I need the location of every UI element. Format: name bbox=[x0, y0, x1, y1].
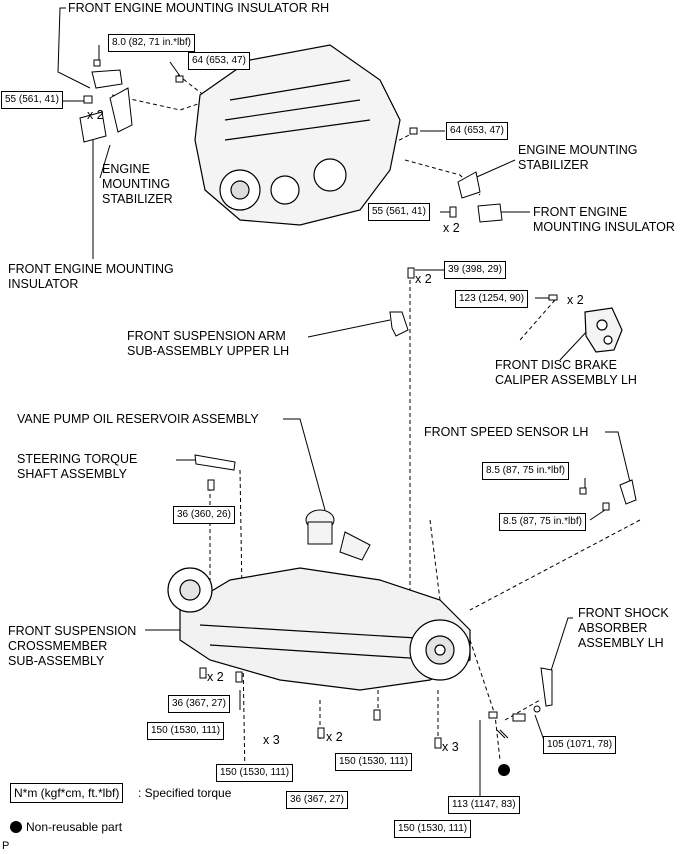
torque-39: 39 (398, 29) bbox=[444, 261, 506, 279]
nonreusable-marker bbox=[498, 764, 510, 776]
front-engine-mounting-insulator-right bbox=[477, 203, 503, 223]
front-suspension-arm-upper bbox=[389, 311, 409, 337]
torque-113: 113 (1147, 83) bbox=[448, 796, 520, 814]
bolt-36-a bbox=[207, 479, 215, 491]
qty-x2-insulator-right: x 2 bbox=[443, 221, 460, 235]
front-shock-absorber bbox=[488, 667, 553, 739]
label-front-disc-brake-caliper-lh: FRONT DISC BRAKE CALIPER ASSEMBLY LH bbox=[495, 358, 637, 387]
bolt-55-a bbox=[83, 95, 93, 104]
bolt-123 bbox=[548, 294, 558, 301]
torque-36-c: 36 (367, 27) bbox=[286, 791, 348, 809]
leader-upper-arm bbox=[307, 319, 391, 338]
front-suspension-crossmember bbox=[167, 567, 471, 691]
qty-x2-arm-bolts: x 2 bbox=[415, 272, 432, 286]
bolt-39 bbox=[407, 267, 415, 279]
steering-torque-shaft bbox=[194, 454, 236, 471]
legend-torque-unit: N*m (kgf*cm, ft.*lbf) bbox=[10, 783, 124, 803]
torque-150-b: 150 (1530, 111) bbox=[335, 753, 413, 771]
vane-pump-oil-reservoir bbox=[305, 509, 371, 561]
torque-150-a: 150 (1530, 111) bbox=[147, 722, 225, 740]
front-engine-mounting-insulator-left bbox=[79, 111, 107, 143]
qty-x2-caliper-bolts: x 2 bbox=[567, 293, 584, 307]
torque-55-b: 55 (561, 41) bbox=[368, 203, 430, 221]
legend-nonreusable-dot bbox=[10, 821, 22, 833]
torque-150-d: 150 (1530, 111) bbox=[394, 820, 472, 838]
engine-mounting-stabilizer-left bbox=[109, 87, 133, 133]
engine-assembly bbox=[194, 44, 401, 226]
torque-105: 105 (1071, 78) bbox=[543, 736, 617, 754]
leader-vane-pump bbox=[283, 418, 326, 511]
torque-150-c: 150 (1530, 111) bbox=[216, 764, 294, 782]
qty-x2-crossmember-b: x 2 bbox=[326, 730, 343, 744]
label-vane-pump-oil-reservoir: VANE PUMP OIL RESERVOIR ASSEMBLY bbox=[17, 412, 259, 426]
corner-mark: P bbox=[2, 840, 10, 852]
leader-shock bbox=[547, 617, 573, 681]
label-front-shock-absorber-lh: FRONT SHOCK ABSORBER ASSEMBLY LH bbox=[578, 606, 669, 650]
torque-36-a: 36 (360, 26) bbox=[173, 506, 235, 524]
label-front-speed-sensor-lh: FRONT SPEED SENSOR LH bbox=[424, 425, 589, 439]
label-front-engine-mounting-insulator-left: FRONT ENGINE MOUNTING INSULATOR bbox=[8, 262, 174, 291]
label-engine-mounting-stabilizer-right: ENGINE MOUNTING STABILIZER bbox=[518, 143, 638, 172]
label-front-suspension-arm-upper-lh: FRONT SUSPENSION ARM SUB-ASSEMBLY UPPER … bbox=[127, 329, 290, 358]
engine-mounting-stabilizer-right bbox=[457, 171, 481, 199]
label-front-engine-mounting-insulator-right: FRONT ENGINE MOUNTING INSULATOR bbox=[533, 205, 675, 234]
torque-55-a: 55 (561, 41) bbox=[1, 91, 63, 109]
torque-64-b: 64 (653, 47) bbox=[446, 122, 508, 140]
torque-8-5-b: 8.5 (87, 75 in.*lbf) bbox=[499, 513, 586, 531]
leader-stabilizer-right bbox=[469, 159, 516, 181]
leader-stabilizer-left bbox=[99, 144, 111, 179]
front-engine-mounting-insulator-rh bbox=[91, 69, 123, 89]
torque-64-a: 64 (653, 47) bbox=[188, 52, 250, 70]
leader-speed-sensor bbox=[605, 431, 631, 483]
torque-36-b: 36 (367, 27) bbox=[168, 695, 230, 713]
label-engine-mounting-stabilizer-left: ENGINE MOUNTING STABILIZER bbox=[102, 162, 173, 206]
front-disc-brake-caliper bbox=[584, 307, 623, 353]
qty-x2-insulator-left: x 2 bbox=[87, 108, 104, 122]
torque-123: 123 (1254, 90) bbox=[455, 290, 529, 308]
leader-t64a bbox=[169, 61, 181, 77]
torque-8-0: 8.0 (82, 71 in.*lbf) bbox=[108, 34, 195, 52]
legend-nonreusable-text: Non-reusable part bbox=[26, 820, 123, 834]
bolt-55-b bbox=[449, 206, 457, 218]
qty-x3-bolts-b: x 3 bbox=[442, 740, 459, 754]
nut-64-a bbox=[175, 75, 184, 83]
label-steering-torque-shaft: STEERING TORQUE SHAFT ASSEMBLY bbox=[17, 452, 138, 481]
nut-64-b bbox=[409, 127, 418, 135]
torque-8-5-a: 8.5 (87, 75 in.*lbf) bbox=[482, 462, 569, 480]
leader-t85b bbox=[589, 509, 606, 521]
label-front-suspension-crossmember: FRONT SUSPENSION CROSSMEMBER SUB-ASSEMBL… bbox=[8, 624, 137, 668]
qty-x2-crossmember-a: x 2 bbox=[207, 670, 224, 684]
leader-insulator-rh bbox=[57, 7, 91, 89]
front-speed-sensor bbox=[579, 479, 637, 511]
label-front-engine-mounting-insulator-rh: FRONT ENGINE MOUNTING INSULATOR RH bbox=[68, 1, 330, 15]
leader-brake-caliper bbox=[559, 327, 591, 361]
nut-8-0 bbox=[93, 59, 101, 67]
qty-x3-bolts-a: x 3 bbox=[263, 733, 280, 747]
legend-torque-desc: : Specified torque bbox=[138, 786, 232, 800]
